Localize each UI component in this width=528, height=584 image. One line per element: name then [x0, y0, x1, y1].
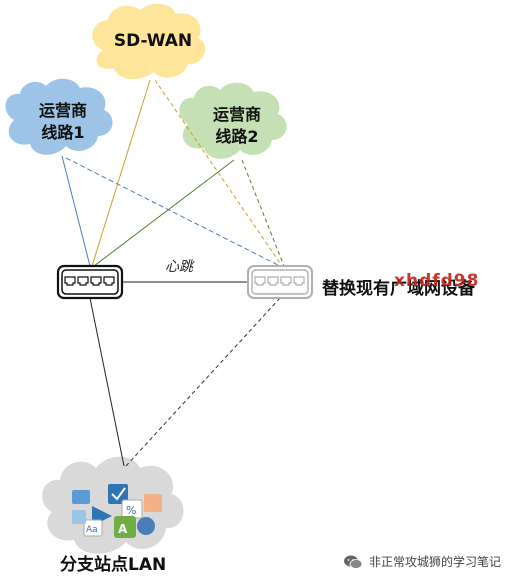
font-app-icon	[83, 519, 103, 537]
lock-app-icon	[144, 494, 162, 512]
isp1-cloud-label: 运营商 线路1	[18, 100, 108, 144]
sdwan-primary-link	[91, 79, 151, 267]
network-port-icon	[90, 276, 102, 286]
mail-app-icon	[72, 490, 90, 504]
branch-cloud-label: 分支站点LAN	[60, 555, 167, 575]
store-app-icon	[114, 516, 136, 538]
svg-text:%: %	[126, 504, 136, 517]
watermark: 非正常攻城狮的学习笔记	[343, 553, 501, 570]
secondary-device	[247, 265, 313, 299]
branch-cloud	[42, 456, 184, 554]
network-port-icon	[293, 276, 305, 286]
isp1-label-line2: 线路1	[41, 123, 85, 142]
isp1-primary-link	[61, 155, 91, 267]
isp2-label-line2: 线路2	[215, 127, 259, 146]
isp1-label-line1: 运营商	[38, 101, 87, 120]
sdwan-cloud	[92, 3, 206, 80]
network-port-icon	[103, 276, 115, 286]
branch-primary-link	[89, 297, 125, 467]
overlay-text: xhdfd98	[394, 271, 480, 291]
app-icons: % A Aa	[72, 484, 162, 538]
network-port-icon	[64, 276, 76, 286]
globe-app-icon	[137, 517, 155, 535]
isp2-primary-link	[93, 159, 235, 267]
isp2-secondary-link	[241, 159, 285, 267]
check-app-icon	[108, 484, 128, 504]
sdwan-secondary-link	[154, 79, 283, 267]
links	[61, 79, 285, 467]
network-port-icon	[77, 276, 89, 286]
isp2-label-line1: 运营商	[212, 105, 261, 124]
contact-app-icon	[72, 510, 86, 524]
replace-device-label: 替换现有广域网设备	[322, 279, 475, 299]
heartbeat-label: 心跳	[165, 259, 193, 275]
primary-device	[56, 264, 124, 300]
wechat-icon	[344, 555, 363, 569]
svg-text:Aa: Aa	[86, 525, 98, 535]
branch-secondary-link	[125, 297, 281, 467]
sdwan-cloud-label: SD-WAN	[113, 31, 193, 51]
network-port-icon	[280, 276, 292, 286]
isp1-cloud	[5, 78, 113, 155]
network-port-icon	[267, 276, 279, 286]
isp2-cloud	[179, 82, 287, 159]
svg-text:A: A	[118, 522, 128, 536]
isp2-cloud-label: 运营商 线路2	[192, 104, 282, 148]
network-port-icon	[254, 276, 266, 286]
watermark-text: 非正常攻城狮的学习笔记	[369, 555, 502, 569]
